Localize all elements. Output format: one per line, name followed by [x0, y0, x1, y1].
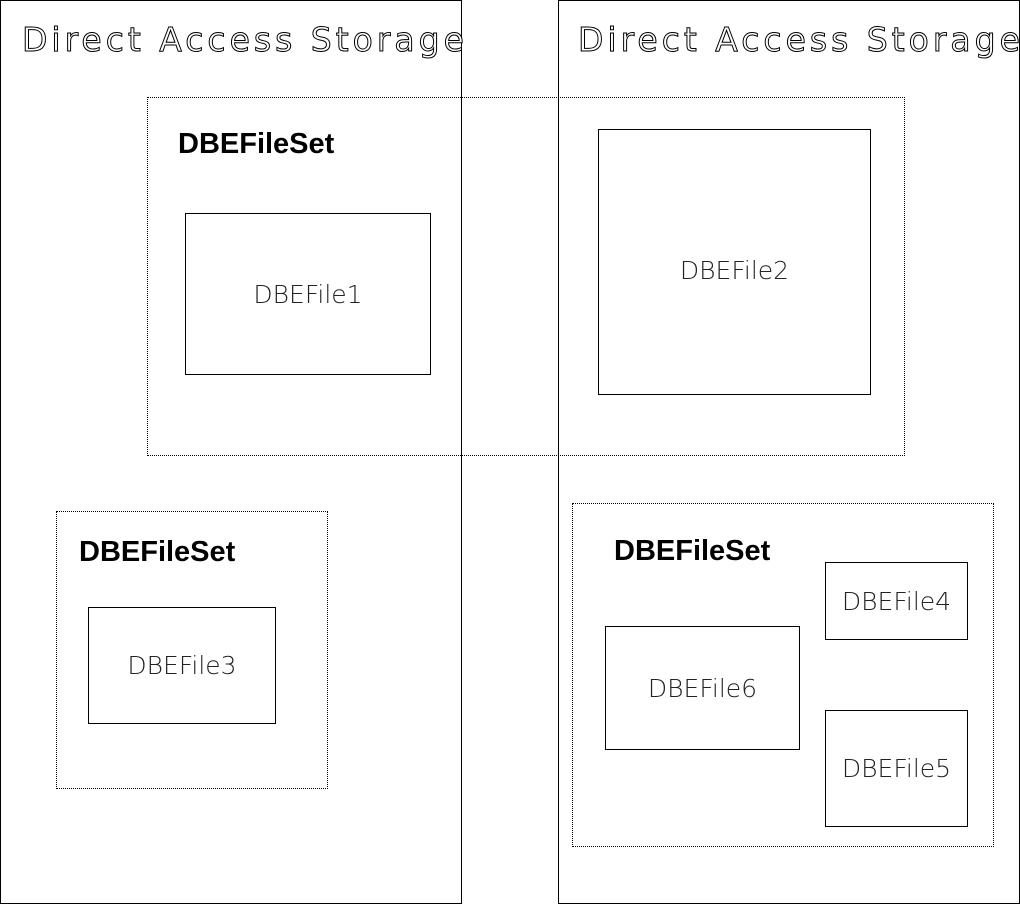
fileset-shared-label: DBEFileSet — [178, 128, 335, 160]
file-dbefile3-label: DBEFile3 — [127, 651, 237, 680]
fileset-left-label: DBEFileSet — [79, 536, 236, 568]
file-dbefile5-label: DBEFile5 — [841, 754, 952, 783]
storage-right-title: Direct Access Storage — [578, 20, 1020, 59]
file-dbefile4-label: DBEFile4 — [841, 586, 952, 616]
file-dbefile5: DBEFile5 — [825, 710, 968, 827]
fileset-right-label: DBEFileSet — [614, 535, 771, 567]
storage-left-title: Direct Access Storage — [22, 20, 468, 59]
file-dbefile6: DBEFile6 — [605, 626, 800, 750]
file-dbefile6-label: DBEFile6 — [647, 673, 758, 703]
fileset-right — [572, 503, 994, 847]
fileset-left — [56, 511, 328, 789]
file-dbefile4: DBEFile4 — [825, 562, 968, 640]
file-dbefile2-label: DBEFile2 — [679, 256, 790, 285]
file-dbefile1: DBEFile1 — [185, 213, 431, 375]
fileset-shared — [147, 97, 905, 456]
file-dbefile2: DBEFile2 — [598, 129, 871, 395]
file-dbefile1-label: DBEFile1 — [253, 279, 363, 309]
file-dbefile3: DBEFile3 — [88, 607, 276, 724]
